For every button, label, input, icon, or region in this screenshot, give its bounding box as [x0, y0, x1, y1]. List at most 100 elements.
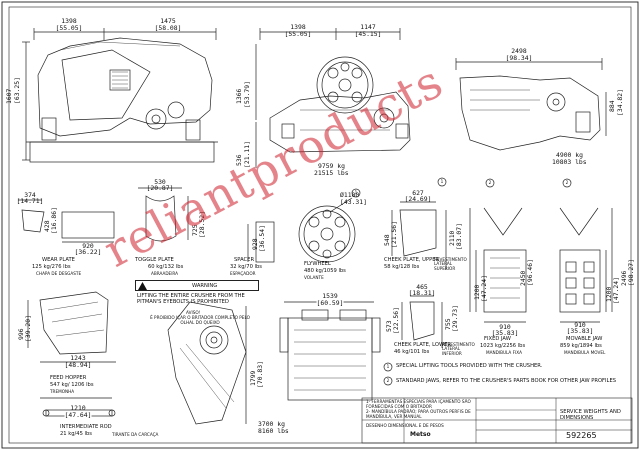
flywheel-diameter-inch: [43.31] [340, 198, 367, 206]
note-2-number: 2 [386, 378, 390, 383]
note-1-marker [383, 362, 393, 372]
frame-dim-1-inch: [98.34] [505, 54, 533, 62]
rod-title: INTERMEDIATE ROD [60, 424, 112, 430]
title-block-frame [361, 397, 633, 444]
rod-dim: 1210 [70, 404, 86, 412]
wear-plate-dim-1-inch: [14.71] [16, 197, 44, 205]
front-weight-kg: 9759 kg [318, 162, 345, 170]
flywheel-diameter: Ø1100 [340, 191, 360, 199]
cheek-upper-dim-inch: [24.69] [404, 195, 432, 203]
toggle-plate-drawing [138, 187, 189, 242]
callout-fixed-jaw: 2 [488, 180, 492, 185]
flywheel-drawing [298, 197, 356, 263]
warning-text: LIFTING THE ENTIRE CRUSHER FROM THE PITM… [137, 293, 245, 306]
frame-height-inch: [34.82] [616, 89, 624, 116]
fixed-jaw-pt: MANDIBULA FIXA [486, 350, 523, 355]
feed-hopper-drawing [27, 291, 116, 363]
hopper-title: FEED HOPPER [50, 375, 87, 381]
wear-plate-dim-1: 374 [24, 191, 36, 199]
fixed-jaw-width-inch: [35.83] [491, 329, 519, 337]
cheek-upper-pt: REVESTIMENTO LATERAL SUPERIOR [434, 257, 467, 271]
crusher-side-view [22, 28, 218, 163]
frame-weight-kg: 4900 kg [556, 151, 583, 159]
warning-triangle-icon [138, 282, 147, 290]
front-height-1: 1366 [235, 88, 243, 104]
spacer-title: SPACER [234, 257, 255, 263]
note-1-number: 1 [386, 364, 390, 369]
note-1-text: SPECIAL LIFTING TOOLS PROVIDED WITH THE … [396, 363, 543, 369]
wear-plate-weight: 125 kg/276 lbs [32, 264, 71, 270]
callout-movable-jaw: 2 [565, 180, 569, 185]
cheek-plate-upper-drawing [391, 201, 447, 270]
wear-plate-dim-2: 920 [82, 242, 94, 250]
cheek-upper-title: CHEEK PLATE, UPPER [384, 257, 440, 263]
warning-label: WARNING [192, 283, 218, 289]
rod-dim-inch: [47.64] [64, 411, 92, 419]
cheek-upper-height-1-inch: [21.56] [390, 221, 398, 248]
note-2-text: STANDARD JAWS, REFER TO THE CRUSHER'S PA… [396, 378, 617, 384]
title-block-label: DESENHO DIMENSIONAL E DE PESOS [366, 423, 444, 428]
warning-box: WARNING [135, 280, 259, 291]
crusher-front-view [255, 28, 411, 168]
title-block-title: SERVICE WEIGHTS AND DIMENSIONS [560, 409, 621, 421]
pitman-side-drawing [279, 301, 381, 401]
fixed-jaw-drawing [469, 207, 527, 323]
movable-jaw-width: 910 [574, 321, 586, 329]
side-dim-2-inch: [58.08] [154, 24, 182, 32]
callout-cheek: 1 [440, 179, 444, 184]
cheek-lower-weight: 46 kg/101 lbs [394, 349, 430, 355]
toggle-plate-title: TOGGLE PLATE [135, 257, 174, 263]
movable-jaw-title: MOVABLE JAW [566, 336, 603, 342]
cheek-plate-lower-drawing [401, 295, 443, 348]
front-dim-1-inch: [55.05] [284, 30, 312, 38]
frame-dim-1: 2498 [511, 47, 527, 55]
pitman-height-inch: [70.83] [256, 361, 264, 388]
front-weight-lb: 21515 lbs [314, 169, 349, 177]
fixed-jaw-width: 910 [499, 323, 511, 331]
side-dim-1: 1398 [61, 17, 77, 25]
pitman-width-inch: [60.59] [316, 299, 344, 307]
spacer-height-inch: [36.54] [258, 225, 266, 252]
pitman-weight-lb: 8160 lbs [258, 427, 289, 435]
movable-jaw-pt: MANDIBULA MOVEL [564, 350, 606, 355]
drawing-number: 592265 [566, 431, 597, 440]
toggle-plate-pt: ABRAADEIRA [151, 271, 179, 276]
cheek-upper-dim: 627 [412, 189, 424, 197]
cheek-lower-height-2-inch: [29.73] [451, 305, 459, 332]
brand-logo: Metso [410, 431, 431, 438]
fixed-jaw-height-2-inch: [96.46] [526, 259, 534, 286]
jaw-frame-view [455, 58, 607, 151]
note-2-marker [383, 376, 393, 386]
hopper-dim: 1243 [70, 354, 86, 362]
pitman-weight-kg: 3700 kg [258, 420, 285, 428]
side-height-inch: [63.25] [13, 77, 21, 104]
side-height: 1607 [5, 88, 13, 104]
wear-plate-title: WEAR PLATE [42, 257, 75, 263]
hopper-pt: TREMONHA [50, 389, 75, 394]
flywheel-title: FLYWHEEL [304, 261, 331, 267]
front-dim-2: 1147 [360, 23, 376, 31]
spacer-drawing [247, 221, 275, 263]
cheek-lower-height-1-inch: [22.56] [392, 307, 400, 334]
movable-jaw-drawing [559, 207, 613, 323]
side-dim-1-inch: [55.05] [55, 24, 83, 32]
fixed-jaw-height-1-inch: [47.24] [480, 275, 488, 302]
toggle-plate-dim: 530 [154, 178, 166, 186]
front-height-1-inch: [53.79] [243, 81, 251, 108]
toggle-plate-dim-inch: [20.87] [146, 184, 174, 192]
front-dim-2-inch: [45.15] [354, 30, 382, 38]
cheek-upper-weight: 58 kg/128 lbs [384, 264, 420, 270]
warning-pt-text: É PROIBIDO IÇAR O BRITADOR COMPLETO PELO… [150, 315, 250, 325]
hopper-height-inch: [39.20] [24, 315, 32, 342]
note-pt-1: 1- FERRAMENTAS ESPECIAIS PARA IÇAMENTO S… [366, 399, 471, 409]
warning-pt-head: AVISO! [186, 310, 201, 315]
note-pt-2: 2- MANDÍBULA PADRÃO; PARA OUTROS PERFIS … [366, 409, 471, 419]
cheek-lower-pt: REVESTIMENTO LATERAL INFERIOR [442, 342, 475, 356]
movable-jaw-weight: 859 kg/1894 lbs [560, 343, 602, 349]
movable-jaw-height-1-inch: [47.24] [612, 277, 620, 304]
rod-weight: 21 kg/45 lbs [60, 431, 92, 437]
flywheel-weight: 480 kg/1059 lbs [304, 268, 346, 274]
front-dim-1: 1398 [290, 23, 306, 31]
